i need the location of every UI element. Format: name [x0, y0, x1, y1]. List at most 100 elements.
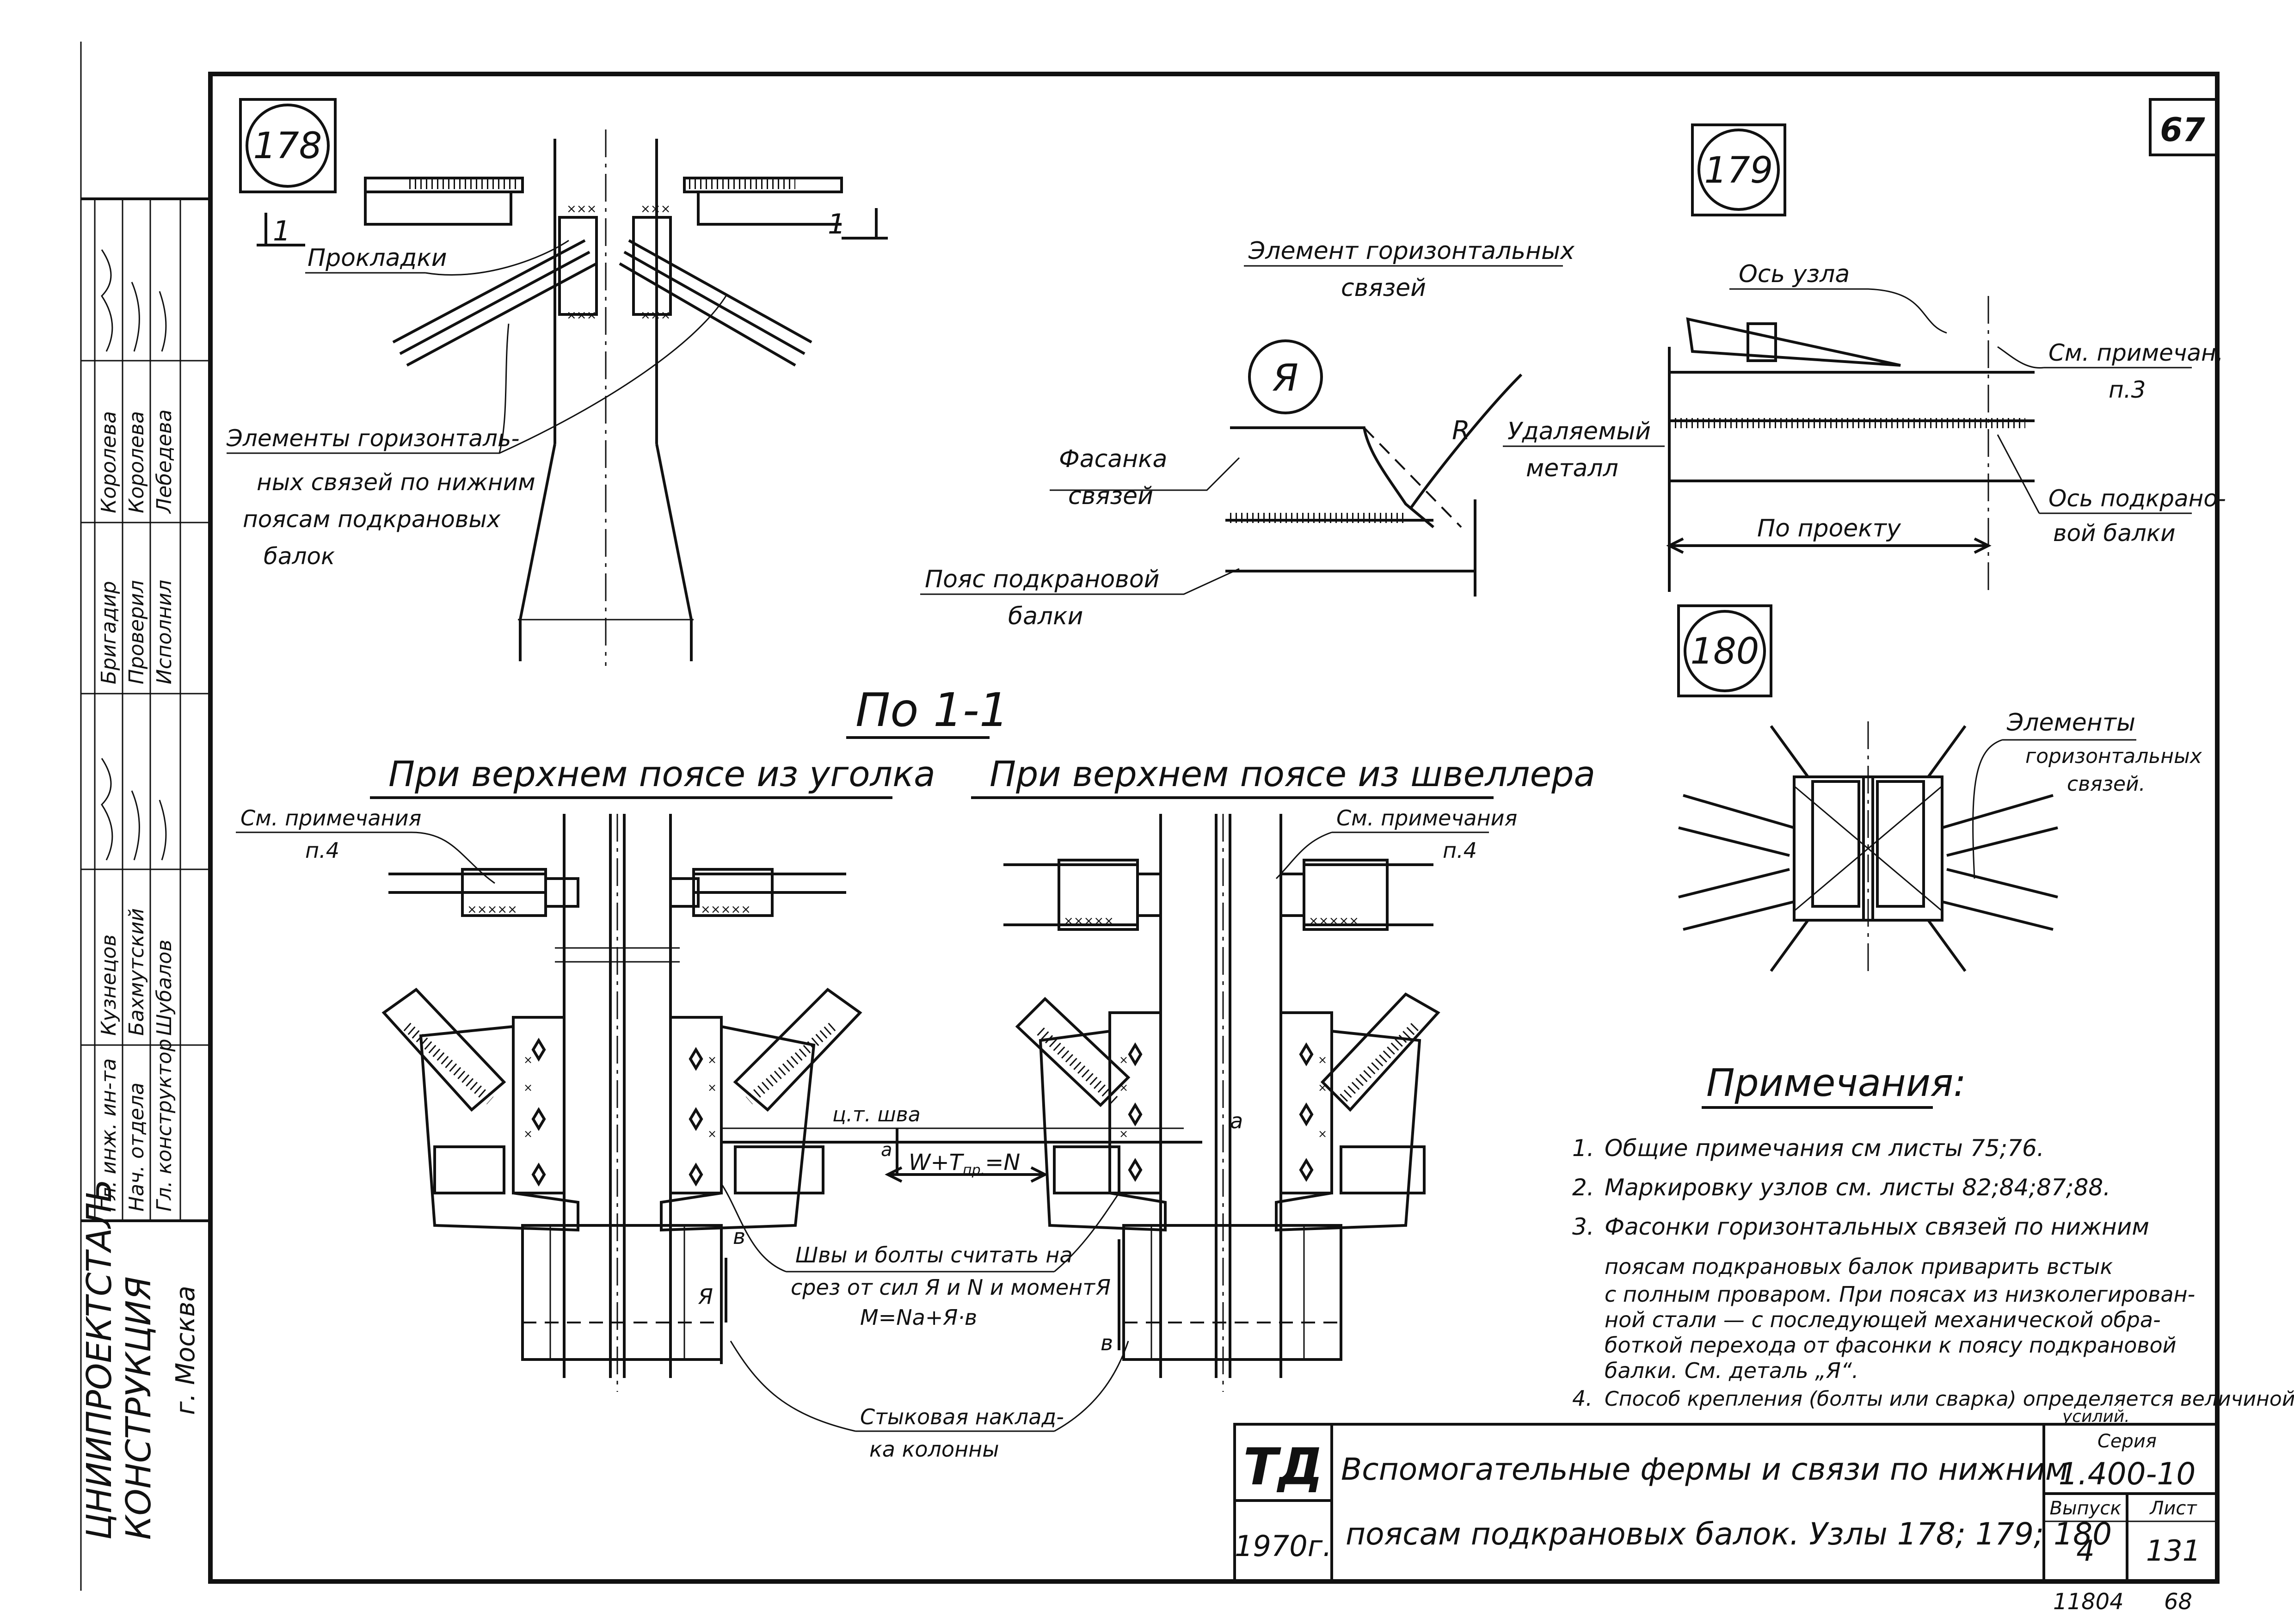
right-ya-label: Я [1095, 1275, 1111, 1300]
note-3-line-6: балки. См. деталь „Я“. [1605, 1358, 1858, 1383]
notes-title: Примечания: [1706, 1061, 1966, 1105]
series-value: 1.400-10 [2059, 1456, 2196, 1492]
weld-center-label: ц.т. шва [832, 1103, 921, 1126]
svg-text:×××: ××× [566, 202, 597, 216]
org-city: г. Москва [171, 1286, 201, 1415]
node-179-see-note-1: См. примечан. [2048, 339, 2224, 366]
stamp-role-2: Нач. отдела [125, 1083, 148, 1212]
node-179-by-project: По проекту [1757, 515, 1901, 542]
node-178-label: 178 [253, 125, 322, 167]
svg-text:×××××: ××××× [467, 903, 517, 917]
stamp-role-5: Проверил [125, 580, 148, 684]
sheet-label: Лист [2149, 1498, 2197, 1519]
svg-text:×: × [523, 1081, 533, 1094]
svg-text:×: × [1318, 1053, 1327, 1066]
welds-note-1: Швы и болты считать на [795, 1243, 1073, 1267]
welds-note-3: M=Na+Я·в [860, 1305, 977, 1330]
svg-text:×××××: ××××× [1309, 914, 1359, 928]
title-line-2: поясам подкрановых балок. Узлы 178; 179;… [1346, 1516, 2112, 1552]
section-angle-title: При верхнем поясе из уголка [388, 753, 935, 794]
detail-gusset-2: связей [1068, 482, 1153, 510]
section-see-notes-right-1: См. примечания [1336, 806, 1517, 830]
svg-text:×: × [707, 1127, 717, 1140]
node-179-see-note-2: п.3 [2109, 376, 2146, 403]
stamp-name-6: Лебедева [153, 409, 176, 514]
signature [101, 758, 167, 861]
stamp-role-3: Гл. конструктор [153, 1039, 176, 1212]
detail-a: Я Элемент горизонтальных связей R Фасанк… [920, 237, 1665, 630]
node-179: 179 Ось узла По проекту См. примечан. п.… [1666, 123, 2226, 592]
section-mark-right: 1 [828, 208, 845, 240]
section-see-notes-left-2: п.4 [305, 838, 339, 863]
note-3-line-2: поясам подкрановых балок приварить встык [1605, 1254, 2113, 1279]
title-td: ТД [1243, 1437, 1323, 1496]
svg-text:×: × [523, 1127, 533, 1140]
svg-text:×××: ××× [566, 308, 597, 322]
section-channel-title: При верхнем поясе из швеллера [990, 753, 1595, 794]
left-stamp: Гл. инж. ин-та Нач. отдела Гл. конструкт… [80, 199, 210, 1540]
sheet-code: 11804 [2053, 1589, 2124, 1615]
node-178: 178 ××× ××× ××× ××× 1 1 Прокладки Элемен… [226, 98, 888, 666]
stamp-role-6: Исполнил [153, 580, 176, 684]
stamp-role-4: Бригадир [97, 581, 121, 684]
section-mark-left: 1 [273, 215, 290, 247]
svg-text:×××: ××× [640, 202, 670, 216]
sheet-value: 131 [2146, 1534, 2201, 1568]
detail-a-label: Я [1272, 357, 1298, 400]
note-3-line-5: боткой перехода от фасонки к поясу подкр… [1605, 1333, 2177, 1358]
svg-text:×: × [1318, 1081, 1327, 1094]
section-see-notes-right-2: п.4 [1443, 838, 1477, 863]
note-3-line-1: Фасонки горизонтальных связей по нижним [1605, 1213, 2149, 1240]
note-2-num: 2. [1572, 1174, 1594, 1201]
splice-note-1: Стыковая наклад- [860, 1404, 1064, 1429]
detail-removed-1: Удаляемый [1507, 418, 1651, 445]
node-180-elements-3: связей. [2067, 772, 2146, 796]
svg-text:×: × [1119, 1081, 1128, 1094]
org-name-2: КОНСТРУКЦИЯ [119, 1276, 159, 1540]
svg-text:×: × [707, 1053, 717, 1066]
svg-text:×: × [523, 1053, 533, 1066]
stamp-role-1: Гл. инж. ин-та [97, 1058, 121, 1212]
detail-r-label: R [1452, 416, 1470, 446]
node-180-elements-2: горизонтальных [2025, 744, 2202, 768]
note-3-num: 3. [1572, 1213, 1594, 1240]
detail-belt-2: балки [1008, 603, 1083, 630]
sheet-frame [80, 42, 2220, 1591]
stamp-name-3: Шубалов [153, 940, 176, 1036]
title-year: 1970г. [1235, 1529, 1332, 1563]
note-1-line-1: Общие примечания см листы 75;76. [1605, 1135, 2044, 1162]
section-title: По 1-1 [855, 683, 1009, 737]
node-179-axis-node: Ось узла [1739, 260, 1850, 288]
page-number: 67 [2160, 111, 2205, 149]
label-elements-1: Элементы горизонталь- [226, 425, 520, 452]
note-4-num: 4. [1572, 1386, 1593, 1411]
splice-note-2: ка колонны [869, 1437, 999, 1462]
stamp-name-1: Кузнецов [97, 935, 121, 1036]
svg-text:×××: ××× [640, 308, 670, 322]
title-line-1: Вспомогательные фермы и связи по нижним [1341, 1452, 2068, 1487]
detail-gusset-1: Фасанка [1059, 445, 1167, 473]
detail-belt-1: Пояс подкрановой [925, 566, 1159, 593]
label-elements-2: ных связей по нижним [257, 469, 535, 496]
note-4-line-1: Способ крепления (болты или сварка) опре… [1605, 1387, 2294, 1411]
right-b-label: в [1101, 1330, 1113, 1355]
node-179-axis-beam-2: вой балки [2053, 520, 2176, 547]
node-180-elements-1: Элементы [2006, 709, 2135, 737]
left-b-label: в [733, 1224, 745, 1249]
svg-text:×: × [707, 1081, 717, 1094]
node-179-label: 179 [1704, 150, 1773, 191]
svg-text:×: × [1318, 1127, 1327, 1140]
notes: Примечания: 1. Общие примечания см листы… [1572, 1061, 2294, 1426]
note-3-line-4: ной стали — с последующей механической о… [1605, 1307, 2161, 1332]
stamp-name-5: Королева [125, 411, 148, 513]
right-a-label: а [1230, 1108, 1243, 1133]
page-number-box: 67 [2149, 98, 2219, 156]
section-left-drawing: ××××× ××××× × × × × × × [381, 814, 862, 1392]
issue-label: Выпуск [2050, 1498, 2122, 1519]
svg-text:×××××: ××××× [701, 903, 751, 917]
note-3-line-3: с полным проваром. При поясах из низколе… [1605, 1282, 2195, 1307]
note-2-line-1: Маркировку узлов см. листы 82;84;87;88. [1605, 1174, 2110, 1201]
detail-removed-2: металл [1526, 455, 1618, 482]
sheet-code-suffix: 68 [2164, 1589, 2192, 1615]
